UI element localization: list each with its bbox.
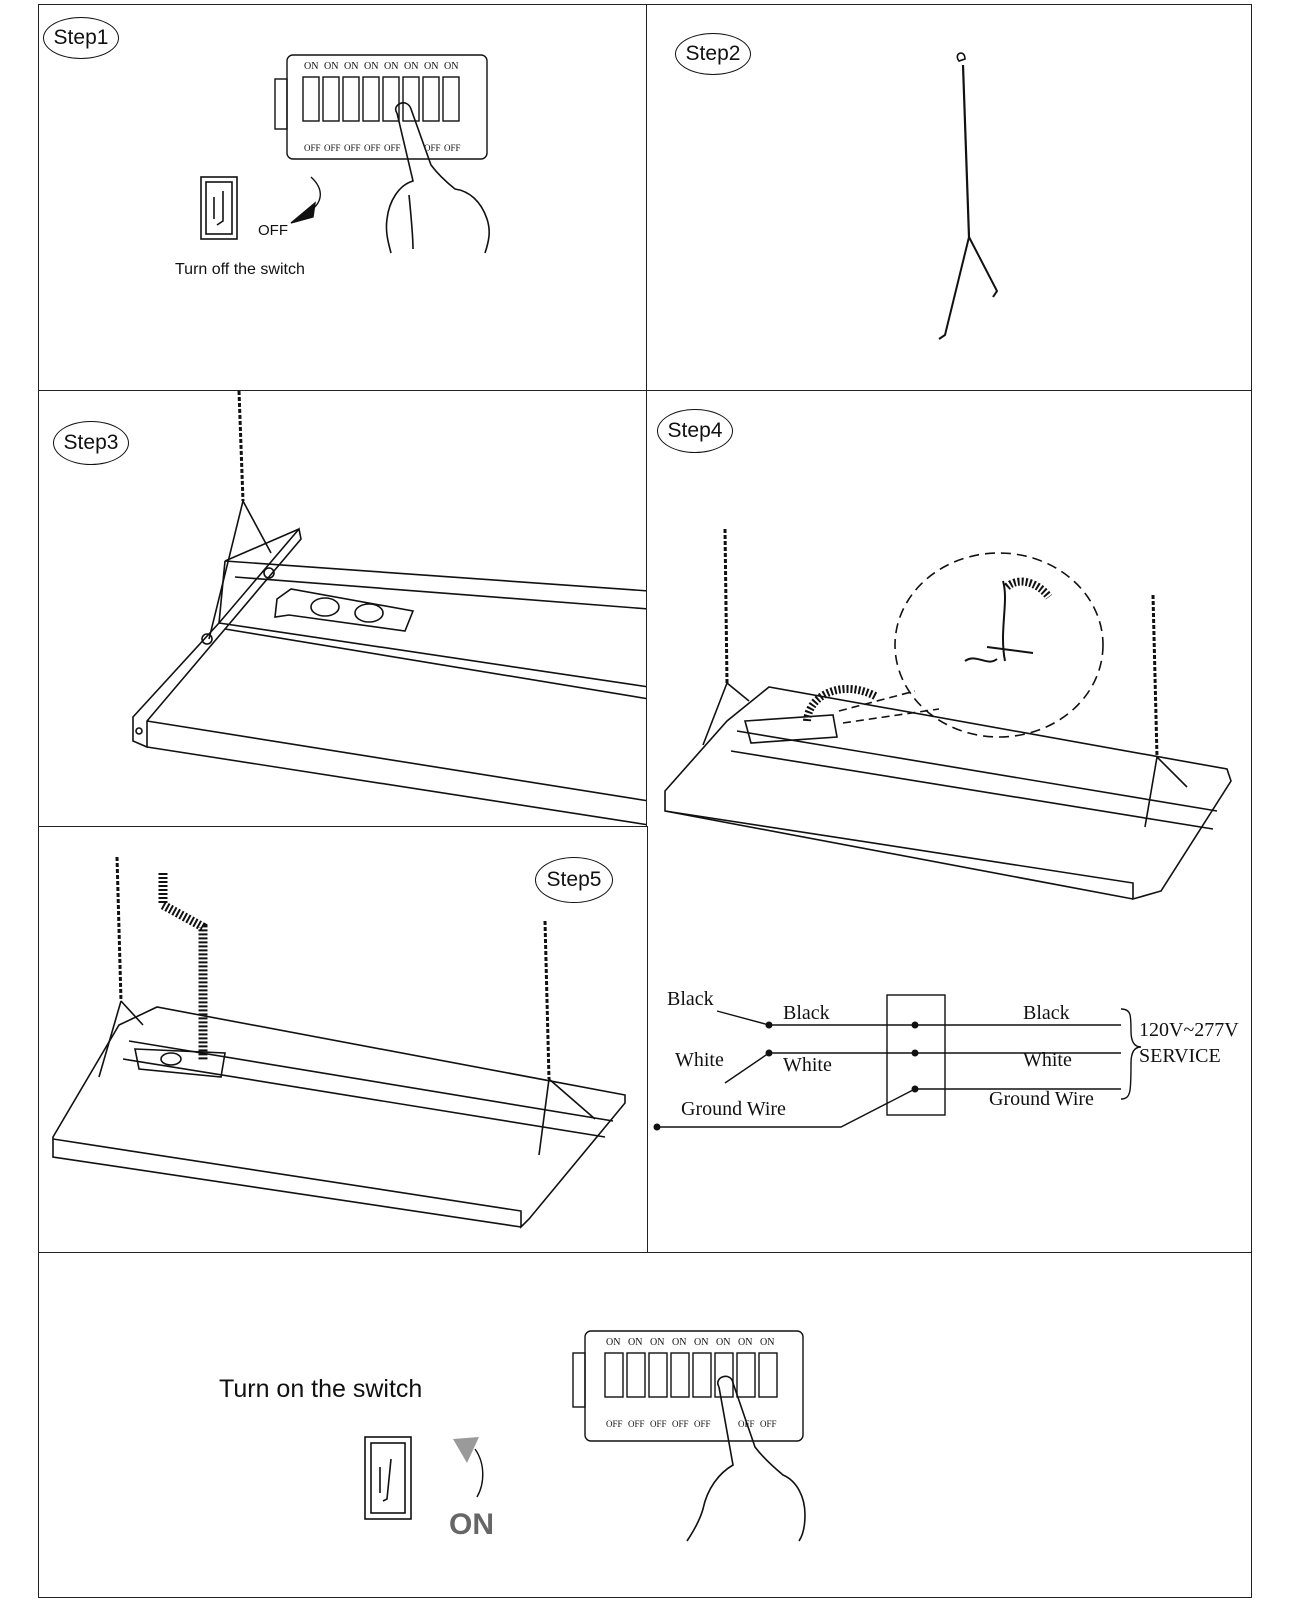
wire-label-supply-ground: Ground Wire <box>989 1088 1094 1110</box>
step3-badge: Step3 <box>53 421 129 465</box>
breaker-on-label: ON <box>444 61 458 72</box>
step4-badge: Step4 <box>657 409 733 453</box>
breaker-on-label: ON <box>672 1337 686 1348</box>
breaker-toggle <box>442 76 460 122</box>
splice-dot-white <box>765 1049 773 1057</box>
step5-illustration <box>52 856 626 1229</box>
breaker-toggle <box>736 1352 756 1398</box>
hand-icon <box>385 102 490 254</box>
breaker-off-label: OFF <box>424 143 441 153</box>
breaker-on-label: ON <box>606 1337 620 1348</box>
fixture-wiring-icon <box>664 528 1232 901</box>
breaker-on-label: ON <box>364 61 378 72</box>
wire-label-supply-black: Black <box>1023 1002 1070 1024</box>
breaker-toggle <box>362 76 380 122</box>
wire-label-fixture-white: White <box>675 1049 724 1071</box>
step5-badge: Step5 <box>535 857 613 903</box>
arrow-up-icon <box>453 1437 484 1498</box>
breaker-on-label: ON <box>424 61 438 72</box>
breaker-toggle <box>342 76 360 122</box>
splice-dot-black <box>765 1021 773 1029</box>
breaker-toggle <box>604 1352 624 1398</box>
breaker-on-label: ON <box>404 61 418 72</box>
junction-box-icon <box>886 994 946 1116</box>
wall-switch-on-icon <box>364 1436 412 1520</box>
on-label: ON <box>449 1508 494 1541</box>
breaker-off-label: OFF <box>344 143 361 153</box>
wire-label-fixture-black: Black <box>667 988 714 1010</box>
breaker-toggle <box>402 76 420 122</box>
breaker-toggle <box>322 76 340 122</box>
breaker-toggle <box>670 1352 690 1398</box>
breaker-on-label: ON <box>384 61 398 72</box>
breaker-toggle <box>692 1352 712 1398</box>
service-voltage: 120V~277V <box>1139 1019 1239 1041</box>
light-fixture-icon <box>132 391 649 826</box>
breaker-on-label: ON <box>760 1337 774 1348</box>
wire-label-mid-black: Black <box>783 1002 830 1024</box>
step1-panel: ON OFF ON OFF ON OFF ON OFF ON OFF ON ON OFF ON OFF St… <box>38 4 648 392</box>
step2-badge: Step2 <box>675 33 751 75</box>
breaker-off-label: OFF <box>324 143 341 153</box>
breaker-on-label: ON <box>344 61 358 72</box>
breaker-off-label: OFF <box>384 143 401 153</box>
service-label: SERVICE <box>1139 1045 1221 1067</box>
wall-switch-off-icon <box>200 176 238 240</box>
breaker-toggle <box>302 76 320 122</box>
arrow-down-icon <box>290 176 321 224</box>
step1-badge: Step1 <box>43 17 119 59</box>
wire-label-fixture-ground: Ground Wire <box>681 1098 786 1120</box>
wiring-diagram <box>653 994 1142 1131</box>
step6-caption: Turn on the switch <box>219 1375 423 1403</box>
breaker-off-label: OFF <box>650 1419 667 1429</box>
breaker-off-label: OFF <box>606 1419 623 1429</box>
step5-panel: Step5 <box>38 826 648 1254</box>
breaker-toggle <box>422 76 440 122</box>
wire-label-mid-white: White <box>783 1054 832 1076</box>
breaker-on-label: ON <box>304 61 318 72</box>
breaker-toggle <box>758 1352 778 1398</box>
step4-illustration <box>664 528 1232 901</box>
hanging-chain-icon <box>938 52 999 340</box>
step3-illustration <box>132 391 649 826</box>
step1-illustration: ON OFF ON OFF ON OFF ON OFF ON OFF ON ON OFF ON OFF <box>200 54 490 254</box>
breaker-toggle <box>648 1352 668 1398</box>
wire-label-supply-white: White <box>1023 1049 1072 1071</box>
breaker-on-label: ON <box>650 1337 664 1348</box>
breaker-off-label: OFF <box>760 1419 777 1429</box>
hand-icon <box>686 1375 806 1542</box>
step1-caption: Turn off the switch <box>175 261 305 278</box>
breaker-on-label: ON <box>738 1337 752 1348</box>
breaker-toggle <box>382 76 400 122</box>
off-label: OFF <box>258 222 288 239</box>
breaker-on-label: ON <box>716 1337 730 1348</box>
breaker-on-label: ON <box>694 1337 708 1348</box>
breaker-panel-icon: ON OFF ON OFF ON OFF ON OFF ON OFF ON ON OFF ON OFF <box>274 54 488 160</box>
fixture-with-conduit-icon <box>52 856 626 1229</box>
breaker-on-label: ON <box>324 61 338 72</box>
step3-panel: Step3 <box>38 390 649 828</box>
breaker-off-label: OFF <box>628 1419 645 1429</box>
breaker-off-label: OFF <box>304 143 321 153</box>
breaker-off-label: OFF <box>694 1419 711 1429</box>
breaker-off-label: OFF <box>444 143 461 153</box>
breaker-toggle <box>714 1352 734 1398</box>
step4-panel: Step4 Black Black Black White White Whit… <box>646 390 1252 1254</box>
breaker-toggle <box>626 1352 646 1398</box>
step2-panel: Step2 <box>646 4 1252 392</box>
step2-illustration <box>938 52 999 340</box>
breaker-off-label: OFF <box>364 143 381 153</box>
breaker-off-label: OFF <box>672 1419 689 1429</box>
breaker-on-label: ON <box>628 1337 642 1348</box>
